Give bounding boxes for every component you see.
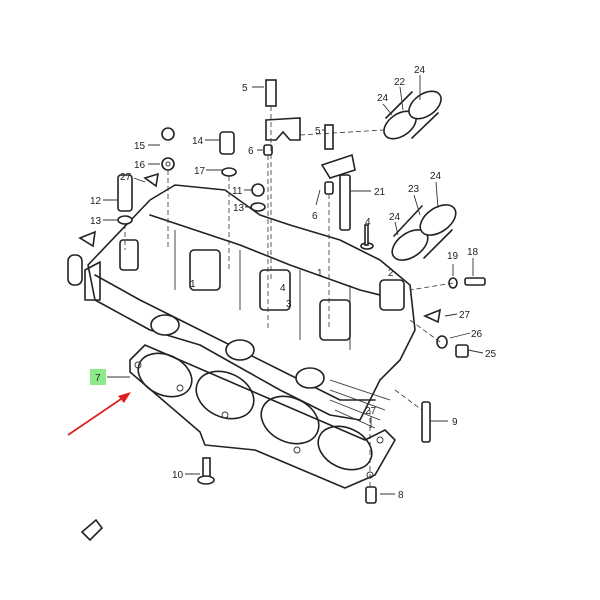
callout-label[interactable]: 13 [233, 203, 245, 214]
callout-label[interactable]: 27 [120, 172, 132, 183]
callout-label[interactable]: 25 [485, 349, 497, 360]
cylinder-head [84, 184, 416, 429]
callout-label[interactable]: 24 [414, 65, 426, 76]
callout-label[interactable]: 2 [388, 268, 394, 279]
callout-label[interactable]: 8 [398, 490, 404, 501]
callout-label[interactable]: 27 [365, 406, 377, 417]
callout-label[interactable]: 24 [389, 212, 401, 223]
callout-label[interactable]: 21 [374, 187, 386, 198]
head-gasket [129, 344, 396, 489]
callout-label[interactable]: 19 [447, 251, 459, 262]
callout-label[interactable]: 15 [134, 141, 146, 152]
callout-label[interactable]: 26 [471, 329, 483, 340]
callout-label[interactable]: 12 [90, 196, 102, 207]
callout-label[interactable]: 17 [194, 166, 206, 177]
callout-label[interactable]: 11 [232, 186, 243, 197]
callout-label[interactable]: 16 [134, 160, 146, 171]
callout-7-highlight [90, 369, 106, 385]
callout-label[interactable]: 6 [312, 211, 318, 222]
callout-label[interactable]: 22 [394, 77, 406, 88]
callout-label[interactable]: 6 [248, 146, 254, 157]
callout-label-highlighted[interactable]: 7 [95, 373, 101, 384]
callout-label[interactable]: 10 [172, 470, 184, 481]
callout-label[interactable]: 9 [452, 417, 458, 428]
callout-label[interactable]: 27 [459, 310, 471, 321]
callout-label[interactable]: 13 [90, 216, 102, 227]
small-parts [67, 79, 486, 542]
callout-labels: 5 5 15 14 16 17 6 27 11 12 13 13 1 1 4 3… [90, 65, 497, 501]
leader-lines [103, 75, 484, 495]
guide-lines [124, 106, 454, 487]
callout-label[interactable]: 14 [192, 136, 204, 147]
callout-label[interactable]: 1 [317, 268, 323, 279]
callout-label[interactable]: 4 [280, 283, 286, 294]
callout-label[interactable]: 5 [242, 83, 248, 94]
callout-label[interactable]: 23 [408, 184, 420, 195]
callout-label[interactable]: 4 [365, 217, 371, 228]
callout-label[interactable]: 24 [430, 171, 442, 182]
callout-label[interactable]: 5 [315, 126, 321, 137]
callout-label[interactable]: 3 [286, 299, 292, 310]
callout-label[interactable]: 18 [467, 247, 479, 258]
callout-label[interactable]: 24 [377, 93, 389, 104]
red-pointer-arrow [67, 392, 131, 436]
callout-label[interactable]: 1 [190, 279, 196, 290]
